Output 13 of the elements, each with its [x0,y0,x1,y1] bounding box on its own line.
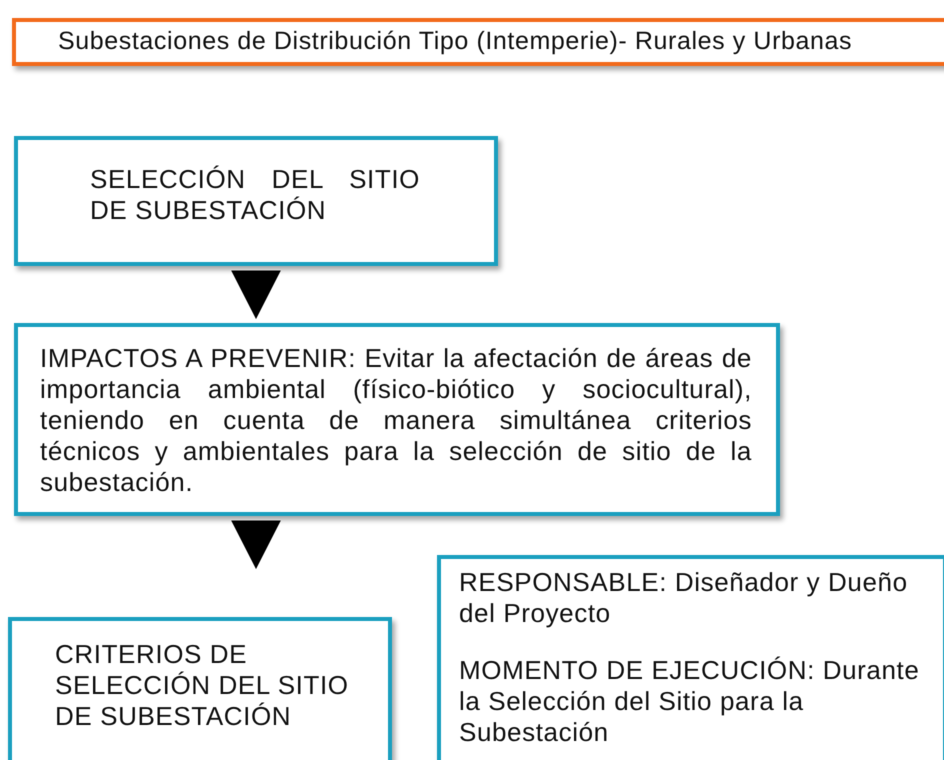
box-text: IMPACTOS A PREVENIR: Evitar la afectación de áreas de importancia ambiental (físico-biótico y sociocultural), teniendo en cuenta de manera simultánea criterios técnicos y ambientales para la selección de sitio de la subestación. [40,343,752,498]
box-text: Subestaciones de Distribución Tipo (Intemperie)- Rurales y Urbanas [58,26,854,57]
process-box [14,136,498,266]
box-text: RESPONSABLE: Diseñador y Dueño del Proyecto [459,567,909,629]
title-box [12,18,944,66]
process-box [437,555,944,760]
arrow [231,270,281,320]
box-text: SELECCIÓN DEL SITIO DE SUBESTACIÓN [90,164,420,226]
box-text: MOMENTO DE EJECUCIÓN: Durante la Selección del Sitio para la Subestación [459,655,920,748]
box-text: CRITERIOS DE SELECCIÓN DEL SITIO DE SUBESTACIÓN [55,639,350,732]
arrow [231,520,281,570]
process-box [14,323,780,516]
process-box [8,617,392,760]
